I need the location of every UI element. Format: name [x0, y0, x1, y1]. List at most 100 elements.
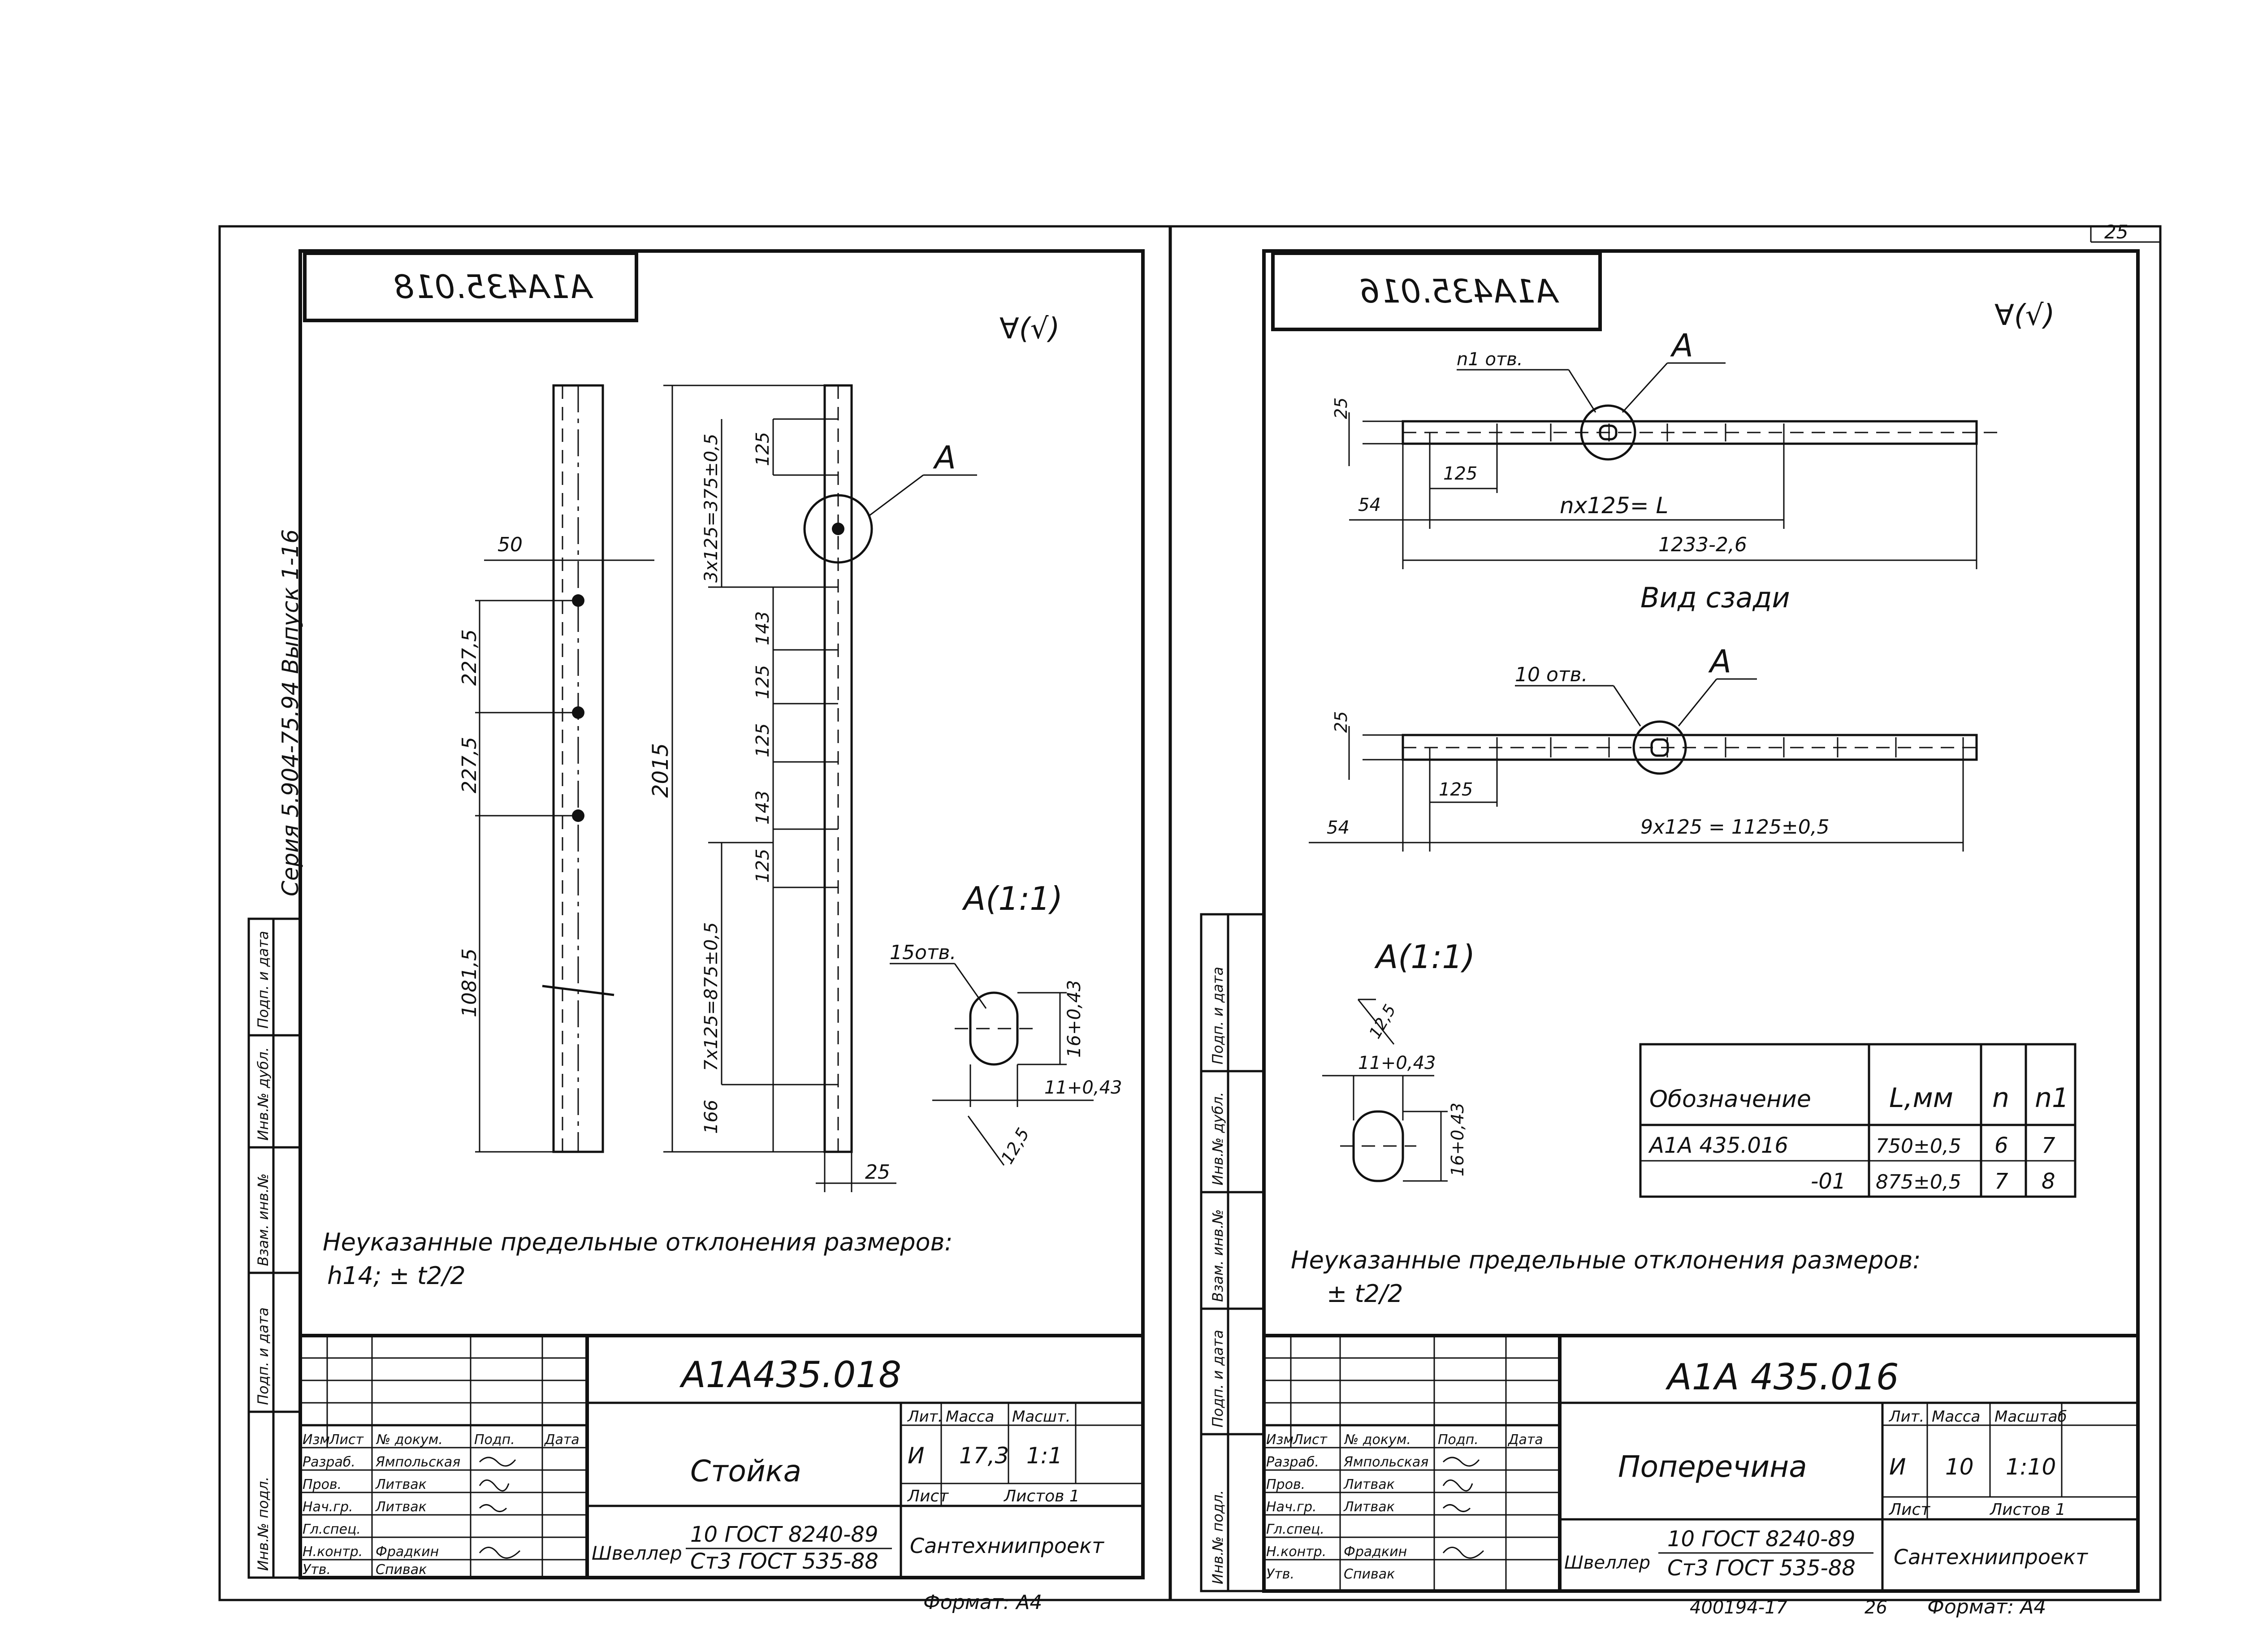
left-tb-scale-value: 1:1 — [1026, 1443, 1062, 1469]
right-tb-mass-value: 10 — [1945, 1454, 1974, 1480]
left-slot-hole — [969, 991, 1019, 1066]
left-stamp-sign-date: Подп. и дата — [255, 931, 272, 1029]
dim-227-5-a: 227,5 — [458, 629, 481, 686]
right-note-line2: ± t2/2 — [1327, 1280, 1403, 1308]
right-tb-hdr-list: Лист — [1293, 1432, 1328, 1448]
left-tb-role-0: Разраб. — [303, 1454, 355, 1470]
left-title-block: Изм Лист № докум. Подп. Дата Разраб. Про… — [300, 1334, 1143, 1578]
left-tb-name-5: Спивак — [376, 1562, 427, 1578]
right-v2-hole-ticks — [1496, 737, 1964, 757]
left-tb-role-2: Нач.гр. — [303, 1499, 353, 1515]
right-tb-hdr-sign: Подп. — [1438, 1432, 1479, 1448]
right-v1-callout-circle — [1580, 404, 1636, 461]
table-row-1-n1: 8 — [2042, 1169, 2055, 1194]
left-material-line1: 10 ГОСТ 8240-89 — [690, 1522, 878, 1547]
right-v1-holes-label: n1 отв. — [1457, 349, 1523, 370]
right-v1-dim-54: 54 — [1358, 495, 1381, 515]
dim-1081-5: 1081,5 — [458, 948, 481, 1017]
left-tb-hdr-izm: Изм — [303, 1432, 330, 1448]
left-organization: Сантехниипроект — [910, 1534, 1104, 1558]
dim-125-a: 125 — [753, 665, 773, 699]
right-view-1: 25 125 54 nx125= L 1233-2,6 n1 о — [1331, 327, 2003, 614]
left-dim-11: 11+0,43 — [1044, 1077, 1122, 1098]
right-organization: Сантехниипроект — [1894, 1545, 2088, 1569]
left-sheet: А1А435.018 ∀(√) Серия 5.904-75.94 Выпуск… — [247, 251, 1143, 1614]
right-tb-role-1: Пров. — [1266, 1477, 1305, 1492]
right-tb-name-2: Литвак — [1343, 1499, 1395, 1515]
left-top-code-box — [303, 251, 638, 322]
page-counter: 26 — [1865, 1597, 1887, 1618]
dim-7x125: 7x125=875±0,5 — [701, 922, 722, 1071]
right-v1-dim-25: 25 — [1331, 398, 1351, 419]
left-side-hole-ticks — [708, 418, 838, 1085]
right-tb-name-4: Фрадкин — [1344, 1544, 1407, 1560]
table-row-1-length: 875±0,5 — [1876, 1171, 1961, 1194]
left-part-name: Стойка — [690, 1454, 801, 1488]
left-note-line2: h14; ± t2/2 — [327, 1262, 466, 1290]
left-frame — [299, 249, 1145, 1579]
right-tb-sheets-label: Листов 1 — [1989, 1501, 2066, 1519]
right-tb-mass-label: Масса — [1932, 1408, 1980, 1426]
left-tb-hdr-date: Дата — [544, 1432, 580, 1448]
right-format-label: Формат: А4 — [1927, 1596, 2046, 1618]
left-detail-title: А(1:1) — [962, 880, 1063, 917]
table-row-0-designation: А1А 435.016 — [1648, 1133, 1788, 1158]
dim-227-5-b: 227,5 — [458, 737, 481, 793]
right-top-code-box — [1271, 251, 1602, 331]
right-tb-name-5: Спивак — [1344, 1566, 1395, 1582]
right-tb-scale-value: 1:10 — [2006, 1454, 2056, 1480]
right-dim-12-5: 12,5 — [1366, 1002, 1400, 1042]
table-row-0-length: 750±0,5 — [1876, 1135, 1961, 1158]
right-detail-a: А(1:1) 12,5 11+0,43 16+0,43 — [1322, 938, 1475, 1182]
table-row-0-n: 6 — [1994, 1133, 2008, 1158]
right-side-stamps: Подп. и дата Инв.№ дубл. Взам. инв.№ Под… — [1200, 913, 1265, 1592]
right-detail-title: А(1:1) — [1374, 938, 1475, 976]
series-label: Серия 5.904-75.94 Выпуск 1-16 — [277, 529, 303, 896]
left-tb-mass-value: 17,3 — [959, 1443, 1009, 1469]
right-material-prefix: Швеллер — [1564, 1553, 1650, 1573]
dim-143-a: 143 — [753, 611, 773, 645]
right-tb-name-0: Ямпольская — [1343, 1454, 1428, 1470]
left-stamp-orig-inv: Инв.№ подл. — [255, 1476, 272, 1571]
right-stamp-dup-inv: Инв.№ дубл. — [1209, 1092, 1226, 1185]
left-side-stamps: Подп. и дата Инв.№ дубл. Взам. инв.№ Под… — [247, 917, 302, 1579]
dim-25: 25 — [865, 1161, 890, 1184]
right-tb-scale-label: Масштаб — [1994, 1408, 2067, 1426]
right-v2-holes-label: 10 отв. — [1515, 663, 1588, 686]
right-tb-hdr-date: Дата — [1507, 1432, 1543, 1448]
right-dim-11: 11+0,43 — [1358, 1053, 1436, 1073]
dim-166: 166 — [701, 1100, 722, 1134]
right-tb-hdr-izm: Изм — [1266, 1432, 1294, 1448]
right-tb-lit-value: И — [1889, 1454, 1906, 1480]
right-sheet: А1А435.016 ∀(√) Подп. и дата Инв.№ дубл.… — [1200, 251, 2138, 1618]
right-tb-sheet-label: Лист — [1888, 1501, 1930, 1519]
table-header-n1: n1 — [2035, 1082, 2069, 1114]
left-roughness-symbol: ∀(√) — [999, 312, 1060, 346]
left-tb-sheet-label: Лист — [907, 1487, 949, 1505]
right-v2-dim-54: 54 — [1327, 817, 1350, 838]
right-tb-role-4: Н.контр. — [1266, 1544, 1326, 1560]
left-designation: А1А435.018 — [679, 1354, 901, 1396]
right-v2-dim-9x125: 9x125 = 1125±0,5 — [1640, 816, 1830, 839]
right-roughness-symbol: ∀(√) — [1994, 299, 2055, 332]
right-v2-callout-label: А — [1708, 643, 1731, 680]
left-holes-label: 15отв. — [890, 941, 956, 964]
left-part-front-view: 50 227,5 227,5 1081,5 — [458, 384, 654, 1153]
left-tb-hdr-doc: № докум. — [376, 1432, 443, 1448]
table-header-designation: Обозначение — [1649, 1086, 1811, 1113]
left-tb-scale-label: Масшт. — [1012, 1408, 1071, 1426]
left-tb-lit-value: И — [908, 1443, 924, 1469]
right-material-line1: 10 ГОСТ 8240-89 — [1667, 1527, 1856, 1552]
table-header-length: L,мм — [1889, 1082, 1953, 1114]
left-dim-16: 16+0,43 — [1064, 980, 1085, 1058]
right-tb-role-2: Нач.гр. — [1266, 1499, 1317, 1515]
right-tb-role-0: Разраб. — [1266, 1454, 1319, 1470]
right-title-block: Изм Лист № докум. Подп. Дата Разраб. Про… — [1264, 1334, 2138, 1591]
dim-143-b: 143 — [753, 791, 773, 825]
left-tb-hdr-sign: Подп. — [474, 1432, 515, 1448]
left-stamp-sign-date-2: Подп. и дата — [255, 1307, 272, 1405]
right-v1-callout-label: А — [1670, 327, 1693, 364]
right-v2-callout-circle — [1632, 720, 1687, 775]
left-detail-a: А(1:1) 15отв. 16+0,43 11+0,43 12,5 — [890, 880, 1122, 1168]
right-view-2: 25 125 54 9x125 = 1125±0,5 — [1309, 643, 1978, 852]
